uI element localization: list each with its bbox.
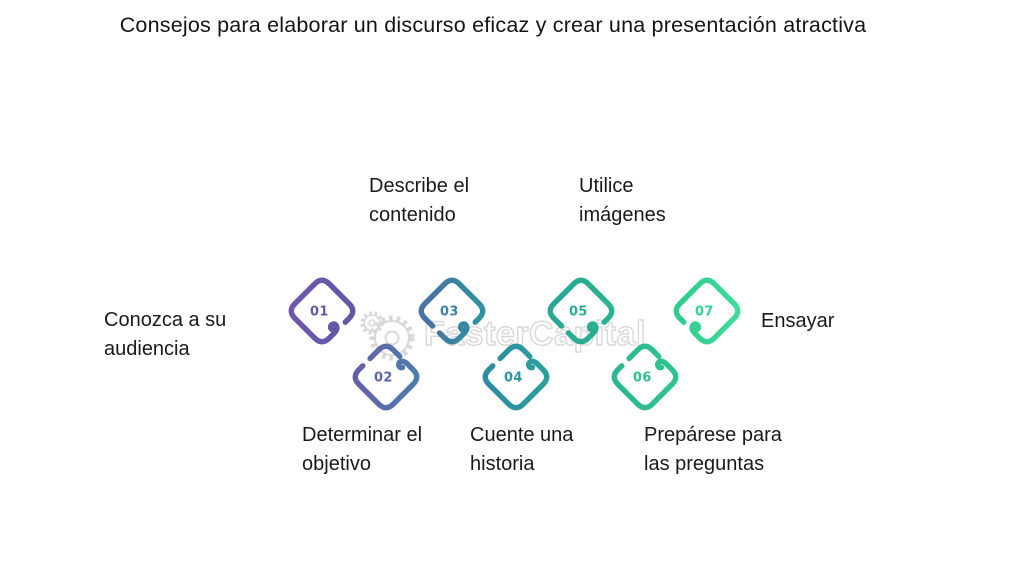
step-shape-05: 05 [547,277,615,345]
step-number: 03 [440,304,459,319]
step-shape-04: 04 [482,343,550,411]
step-outline [547,277,615,345]
step-shape-06: 06 [611,343,679,411]
step-number: 06 [633,370,652,385]
step-number: 01 [310,304,329,319]
step-number: 04 [504,370,523,385]
step-outline [673,277,741,345]
page-title: Consejos para elaborar un discurso efica… [119,13,867,37]
step-outline [611,343,679,411]
step-shape-07: 07 [673,277,741,345]
step-number: 02 [374,370,393,385]
step-outline [418,277,486,345]
step-outline [288,277,356,345]
step-number: 07 [695,304,714,319]
step-shape-01: 01 [288,277,356,345]
step-number: 05 [569,304,588,319]
step-shape-03: 03 [418,277,486,345]
step-outline [482,343,550,411]
